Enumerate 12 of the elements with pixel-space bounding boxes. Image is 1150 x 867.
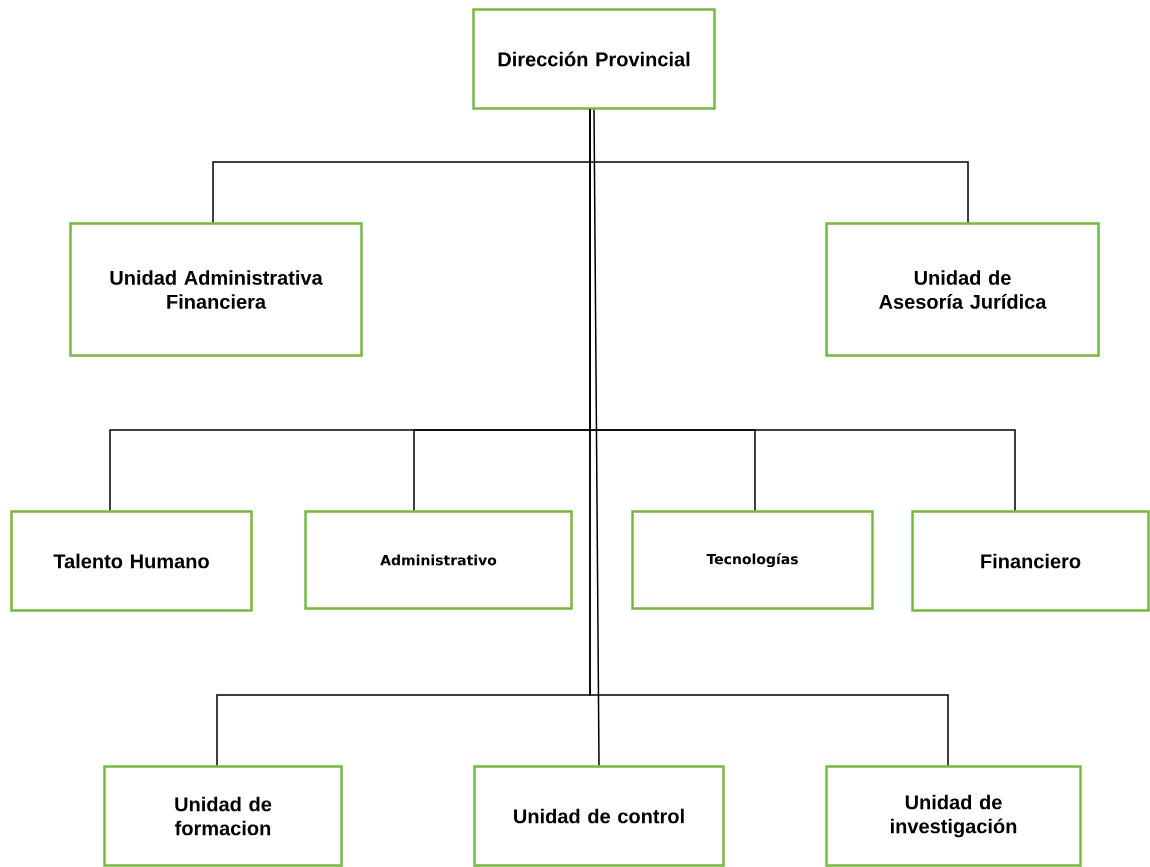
unit-box: Administrativo [304, 510, 573, 610]
unit-box: Unidad Administrativa Financiera [69, 222, 363, 357]
connector-line [589, 109, 949, 766]
connector-line [593, 109, 600, 766]
unit-box: Unidad de formacion [103, 765, 343, 867]
unit-box: Unidad de Asesoría Jurídica [825, 222, 1100, 357]
unit-box: Tecnologías [631, 510, 874, 610]
unit-box: Unidad de investigación [825, 765, 1082, 867]
unit-box: Dirección Provincial [472, 8, 716, 110]
unit-box: Financiero [911, 510, 1150, 612]
unit-box: Unidad de control [473, 765, 725, 867]
unit-box: Talento Humano [10, 510, 253, 612]
